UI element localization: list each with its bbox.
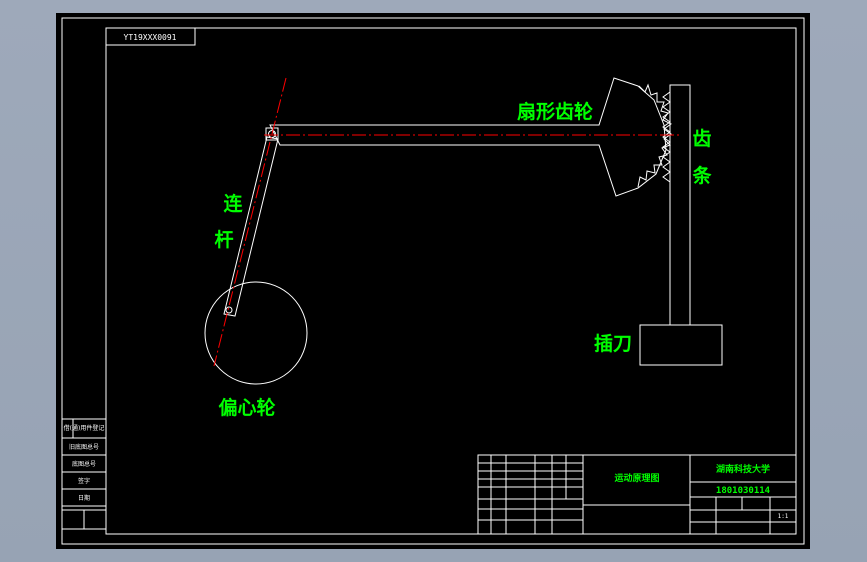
rod-centerline: [213, 77, 287, 367]
side-row-4: 签字: [78, 477, 90, 485]
label-cutter: 插刀: [594, 333, 632, 355]
drawing-number: 1801030114: [716, 486, 771, 496]
side-row-3: 底图总号: [72, 460, 96, 468]
label-sector-gear: 扇形齿轮: [517, 100, 593, 123]
mechanism: [204, 77, 723, 385]
code-box: [105, 27, 196, 46]
label-rack-2: 条: [692, 164, 712, 187]
eccentric-pin: [225, 306, 233, 314]
rod-joint-pin: [268, 130, 276, 138]
side-row-5: 日期: [78, 494, 90, 502]
cutter: [639, 324, 723, 366]
label-link-2: 杆: [214, 228, 233, 251]
label-link-1: 连: [223, 192, 243, 215]
drawing-code: YT19XXX0091: [124, 33, 177, 42]
side-row-1: 借(通)用件登记: [64, 424, 105, 432]
side-row-2: 旧底图总号: [69, 443, 99, 451]
side-registration-block: 借(通)用件登记 旧底图总号 底图总号 签字 日期: [61, 418, 107, 530]
sector-gear: [269, 77, 667, 197]
label-rack-1: 齿: [692, 128, 711, 150]
drawing-sheet: [56, 13, 810, 549]
outer-border: [61, 17, 805, 545]
scale-value: 1:1: [778, 513, 789, 520]
rack-teeth: [662, 91, 671, 183]
eccentric-wheel: [204, 281, 308, 385]
label-eccentric: 偏心轮: [218, 396, 275, 419]
inner-border: [105, 27, 797, 535]
school-name: 湖南科技大学: [716, 463, 770, 475]
title-block: 运动原理图 湖南科技大学 1801030114 1:1: [477, 454, 797, 535]
gear-teeth: [637, 83, 672, 188]
drawing-name: 运动原理图: [614, 473, 659, 484]
